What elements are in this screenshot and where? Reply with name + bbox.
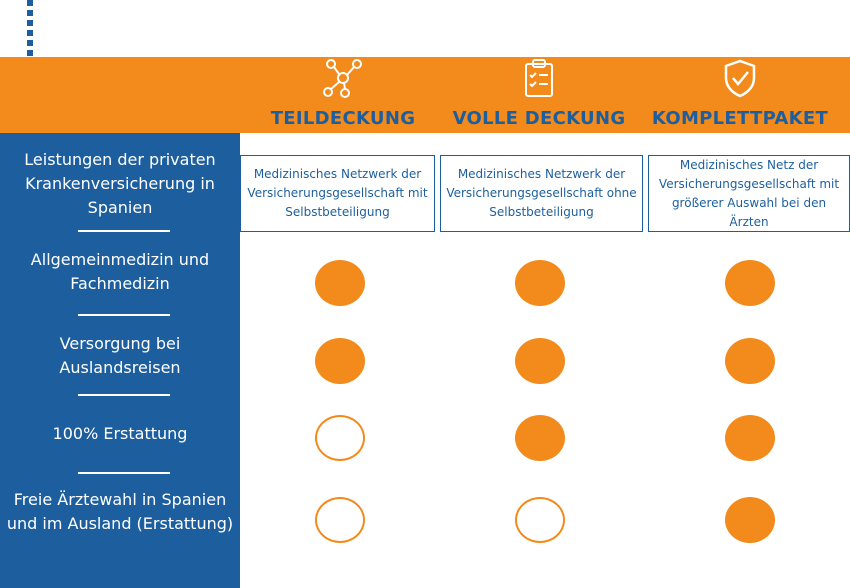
column-title: VOLLE DECKUNG: [452, 108, 626, 129]
description-box-volle-deckung: Medizinisches Netzwerk der Versicherungs…: [440, 155, 643, 232]
row-label: 100% Erstattung: [52, 424, 188, 443]
network-icon: [323, 59, 362, 98]
row-label: Allgemeinmedizin und Fachmedizin: [30, 250, 210, 293]
divider: [78, 230, 170, 232]
coverage-dot-filled: [315, 260, 365, 306]
divider: [78, 472, 170, 474]
column-header-komplettpaket: KOMPLETTPAKET: [635, 58, 845, 129]
column-header-teildeckung: TEILDECKUNG: [238, 58, 448, 129]
coverage-dot-filled: [725, 415, 775, 461]
coverage-dot-empty: [315, 415, 365, 461]
header-band: [0, 57, 850, 133]
column-header-volle-deckung: VOLLE DECKUNG: [434, 58, 644, 129]
coverage-dot-filled: [515, 260, 565, 306]
divider: [78, 314, 170, 316]
coverage-dot-empty: [315, 497, 365, 543]
row-label: Freie Ärztewahl in Spanien und im Auslan…: [6, 490, 234, 533]
row-label: Versorgung bei Auslandsreisen: [59, 334, 181, 377]
divider: [78, 394, 170, 396]
clipboard-checklist-icon: [525, 59, 553, 97]
coverage-dot-filled: [515, 415, 565, 461]
description-box-komplettpaket: Medizinisches Netz der Versicherungsgese…: [648, 155, 850, 232]
coverage-dot-empty: [515, 497, 565, 543]
coverage-dot-filled: [725, 338, 775, 384]
column-title: TEILDECKUNG: [270, 108, 416, 129]
coverage-dot-filled: [725, 260, 775, 306]
sidebar-heading: Leistungen der privaten Krankenversicher…: [24, 150, 216, 217]
coverage-dot-filled: [725, 497, 775, 543]
coverage-dot-filled: [315, 338, 365, 384]
description-box-teildeckung: Medizinisches Netzwerk der Versicherungs…: [240, 155, 435, 232]
column-title: KOMPLETTPAKET: [651, 108, 829, 129]
coverage-dot-filled: [515, 338, 565, 384]
sidebar: [0, 133, 240, 588]
shield-check-icon: [724, 59, 756, 98]
